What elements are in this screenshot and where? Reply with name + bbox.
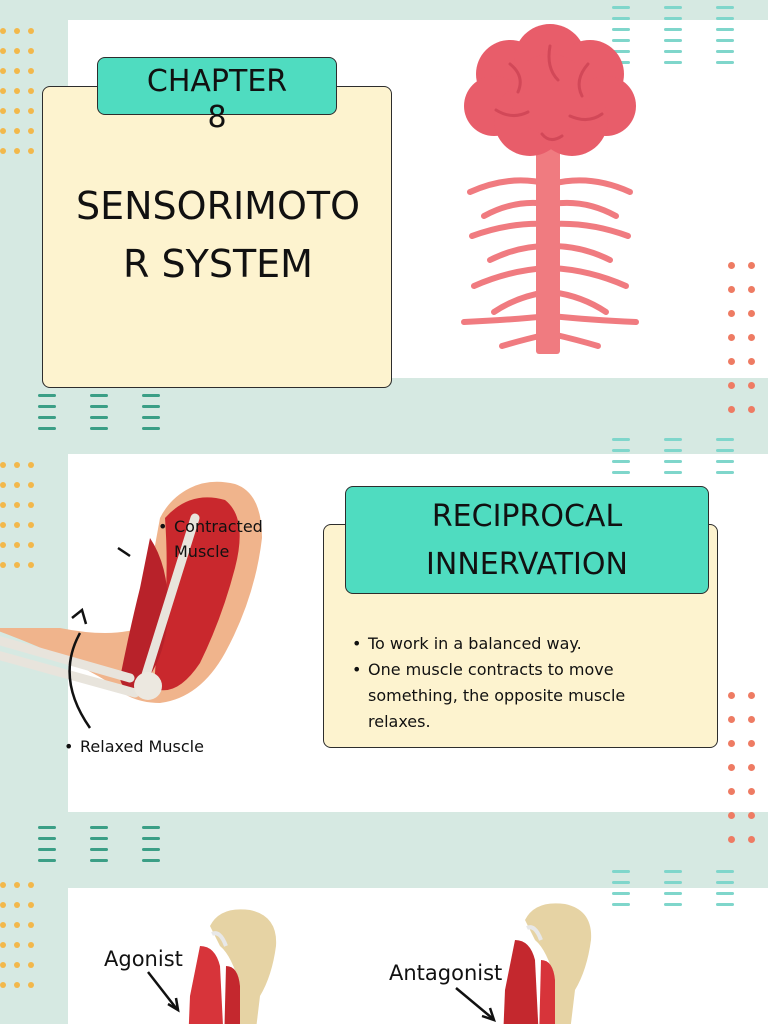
red-dots-decoration <box>728 262 768 413</box>
yellow-dots-decoration <box>0 882 34 988</box>
agonist-arrow-icon <box>147 971 180 1013</box>
definition-bullets: To work in a balanced way. One muscle co… <box>352 631 692 735</box>
chapter-label: CHAPTER 8 <box>146 64 288 135</box>
slide-3-canvas <box>68 888 768 1024</box>
bullet-item: To work in a balanced way. <box>352 631 692 657</box>
yellow-dots-decoration <box>0 28 34 154</box>
chapter-tag: CHAPTER 8 <box>97 57 337 135</box>
agonist-label: Agonist <box>104 947 183 971</box>
slide-3: Agonist Antagonist <box>0 868 768 1024</box>
teal-dashes-decoration <box>612 870 734 906</box>
brain-spinal-cord-icon <box>461 24 639 354</box>
section-title: RECIPROCAL INNERVATION <box>426 499 628 582</box>
teal-dashes-decoration <box>612 6 734 64</box>
antagonist-arrow-icon <box>455 987 496 1022</box>
yellow-dots-decoration <box>0 462 34 568</box>
slide-1: SENSORIMOTOR SYSTEM CHAPTER 8 <box>0 0 768 432</box>
green-dashes-decoration <box>38 394 160 430</box>
chapter-title: SENSORIMOTOR SYSTEM <box>75 184 361 286</box>
teal-dashes-decoration <box>612 438 734 474</box>
title-card: SENSORIMOTOR SYSTEM <box>42 86 392 388</box>
relaxed-muscle-label: Relaxed Muscle <box>64 736 264 758</box>
red-dots-decoration <box>728 692 768 843</box>
antagonist-label: Antagonist <box>389 961 503 985</box>
green-dashes-decoration <box>38 826 160 862</box>
shoulder-muscle-icon <box>188 909 277 1024</box>
slide-2: Contracted Muscle Relaxed Muscle To work… <box>0 434 768 866</box>
shoulder-muscle-icon <box>503 903 592 1024</box>
contracted-muscle-label: Contracted Muscle <box>158 514 288 564</box>
section-title-tag: RECIPROCAL INNERVATION <box>345 486 709 594</box>
bullet-item: One muscle contracts to move something, … <box>352 657 692 735</box>
